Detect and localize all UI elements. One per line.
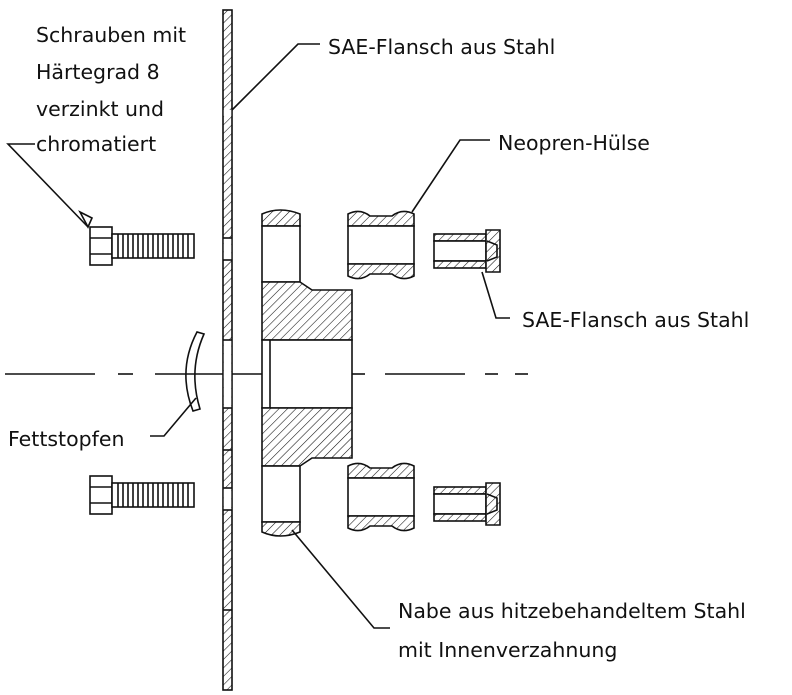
sae-flange-plate [222,9,233,691]
label-bolts: Schrauben mit Härtegrad 8 verzinkt und c… [36,23,186,156]
label-bolts-line-1: Schrauben mit [36,23,186,47]
label-grease-plug: Fettstopfen [8,427,124,451]
steel-bushing-top [433,229,501,273]
label-bolts-line-4: chromatiert [36,132,156,156]
neoprene-sleeve-top [347,210,415,280]
neoprene-sleeve-bottom [347,462,415,532]
label-flange-right: SAE-Flansch aus Stahl [522,308,749,332]
label-sleeve: Neopren-Hülse [498,131,650,155]
grease-plug [185,331,206,412]
steel-bushing-bottom [433,482,501,526]
label-hub-line-2: mit Innenverzahnung [398,638,617,662]
leader-lines [6,43,510,629]
bolt-top [89,226,195,266]
label-flange-top: SAE-Flansch aus Stahl [328,35,555,59]
bolt-bottom [89,475,195,515]
label-hub: Nabe aus hitzebehandeltem Stahl mit Inne… [398,599,746,662]
hub [261,209,353,537]
label-bolts-line-2: Härtegrad 8 [36,60,160,84]
label-hub-line-1: Nabe aus hitzebehandeltem Stahl [398,599,746,623]
label-bolts-line-3: verzinkt und [36,97,164,121]
